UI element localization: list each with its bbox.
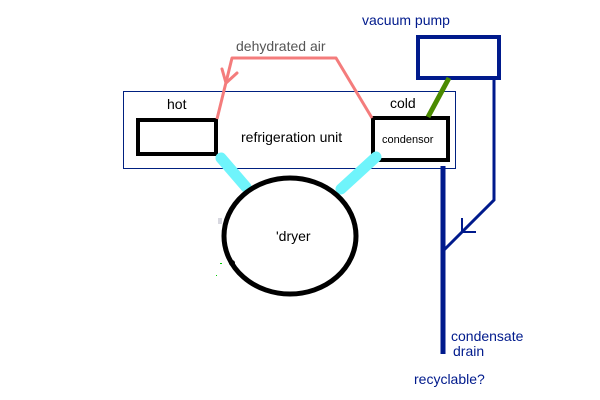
cold-hose bbox=[335, 151, 382, 195]
stray-green-pixel-1 bbox=[220, 263, 222, 264]
refrigeration-unit-frame bbox=[123, 91, 456, 169]
recyclable-label: recyclable? bbox=[414, 371, 485, 387]
condensate-label-line1: condensate bbox=[451, 328, 524, 344]
hot-hose bbox=[215, 152, 252, 193]
return-arrow-icon bbox=[461, 218, 476, 233]
dehydrated-air-line bbox=[215, 56, 374, 120]
dryer-drum bbox=[221, 175, 359, 297]
refrigeration-unit-label: refrigeration unit bbox=[241, 129, 342, 145]
hot-label: hot bbox=[167, 96, 187, 112]
condensor-box bbox=[371, 116, 450, 162]
dryer-drum-mark bbox=[229, 260, 235, 266]
air-arrow-icon bbox=[220, 67, 239, 85]
pump-return-line bbox=[442, 78, 496, 252]
dryer-drum-artifact bbox=[218, 218, 222, 224]
condensor-label: condensor bbox=[382, 134, 434, 146]
condensate-label-line2: drain bbox=[453, 343, 484, 359]
dehydrated-air-label: dehydrated air bbox=[236, 38, 326, 54]
cold-label: cold bbox=[390, 95, 416, 111]
stray-green-pixel-2 bbox=[216, 275, 217, 276]
pump-condensor-link bbox=[425, 76, 452, 119]
vacuum-pump-label: vacuum pump bbox=[362, 12, 450, 28]
dryer-label: 'dryer bbox=[276, 228, 311, 244]
vacuum-pump-box bbox=[416, 35, 501, 80]
hot-box bbox=[136, 118, 218, 156]
